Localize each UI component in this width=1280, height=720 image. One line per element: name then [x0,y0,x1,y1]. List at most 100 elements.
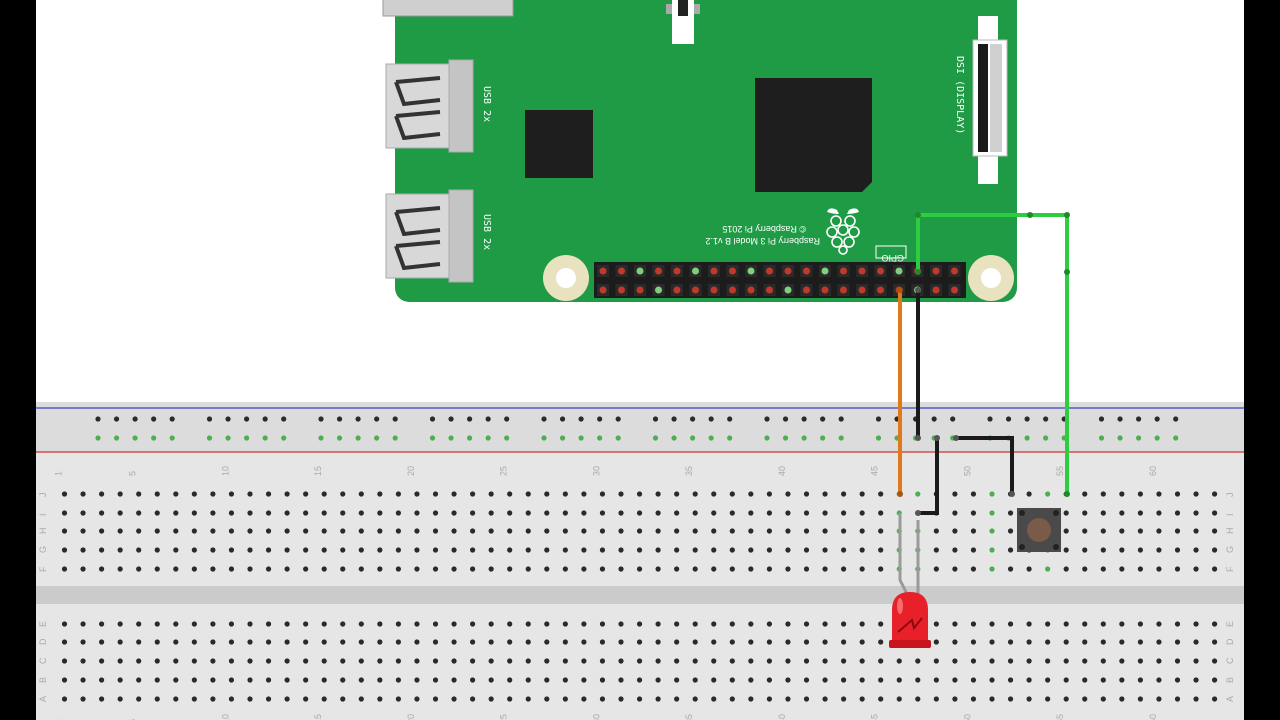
breadboard-hole [878,528,884,534]
breadboard-hole [1193,658,1199,664]
breadboard-hole [154,639,160,645]
breadboard-hole [1193,677,1199,683]
breadboard-hole [801,416,807,422]
breadboard-hole [544,566,550,572]
breadboard-hole [392,416,398,422]
breadboard-hole [340,510,346,516]
breadboard-hole [377,491,383,497]
breadboard-hole [599,510,606,516]
breadboard-hole [507,677,513,683]
gpio-pin [803,286,810,294]
breadboard-hole [989,491,995,497]
breadboard-hole [117,621,123,627]
breadboard-hole [970,566,977,572]
breadboard-hole [210,696,216,702]
breadboard-hole [597,416,603,422]
breadboard-hole [432,696,439,702]
breadboard-hole [803,528,810,534]
breadboard-hole [470,566,476,572]
breadboard-hole [1100,621,1106,627]
breadboard-hole [117,658,123,664]
column-number-bottom: 30 [591,714,601,720]
column-number: 25 [499,466,509,476]
breadboard-hole [99,528,105,534]
breadboard-hole [395,547,401,553]
breadboard-hole [1082,566,1088,572]
breadboard-hole [377,677,383,683]
breadboard-hole [1174,547,1181,553]
breadboard-hole [228,696,235,702]
breadboard-hole [1119,566,1125,572]
gpio-pin [692,286,699,294]
breadboard-hole [173,491,179,497]
breadboard-hole [392,435,398,441]
breadboard-hole [952,528,958,534]
breadboard-hole [303,566,309,572]
breadboard-hole [395,621,401,627]
breadboard-hole [136,677,142,683]
breadboard-hole [451,696,457,702]
button-cap [1027,518,1051,542]
black-wire-button [956,436,1014,494]
breadboard-hole [562,566,568,572]
breadboard-hole [80,677,86,683]
breadboard-hole [785,510,791,516]
breadboard-hole [803,696,810,702]
breadboard-hole [615,416,621,422]
breadboard-hole [1212,696,1218,702]
breadboard-hole [618,528,624,534]
breadboard-hole [99,677,105,683]
breadboard-hole [414,658,420,664]
breadboard-hole [154,566,160,572]
model-text: Raspberry Pi 3 Model B v1.2 [705,236,820,246]
breadboard-hole [655,566,661,572]
breadboard-hole [970,658,977,664]
breadboard-hole [228,658,235,664]
breadboard-hole [321,696,327,702]
breadboard-hole [1137,566,1143,572]
breadboard-hole [225,416,231,422]
breadboard-hole [265,621,272,627]
breadboard-hole [841,491,847,497]
breadboard-hole [820,435,826,441]
breadboard-hole [358,510,364,516]
push-button [1017,508,1061,552]
breadboard-hole [801,435,807,441]
breadboard-hole [244,416,250,422]
breadboard-hole [1100,491,1106,497]
breadboard-hole [1063,621,1069,627]
breadboard-hole [1100,547,1106,553]
breadboard-hole [711,566,717,572]
breadboard-hole [711,528,717,534]
breadboard-hole [655,491,661,497]
breadboard-hole [1007,528,1014,534]
breadboard-hole [581,621,587,627]
breadboard-hole [154,510,160,516]
breadboard-hole [525,510,531,516]
breadboard-hole [1063,696,1069,702]
breadboard-hole [581,677,587,683]
breadboard-hole [1119,491,1125,497]
breadboard-hole [541,416,547,422]
breadboard-hole [1045,491,1051,497]
breadboard-hole [117,566,123,572]
center-channel [36,586,1244,604]
breadboard-hole [729,566,735,572]
breadboard-hole [952,696,958,702]
breadboard-hole [729,528,735,534]
row-letter: D [1225,638,1235,645]
breadboard-hole [1212,658,1218,664]
breadboard-hole [1193,639,1199,645]
breadboard-hole [228,677,235,683]
breadboard-hole [878,566,884,572]
breadboard-hole [1119,528,1125,534]
breadboard-hole [766,677,773,683]
breadboard-hole [1137,510,1143,516]
breadboard-hole [303,528,309,534]
breadboard-hole [822,566,828,572]
gpio-pin [747,286,755,294]
breadboard-hole [1005,416,1012,422]
breadboard-hole [1007,510,1014,516]
breadboard-hole [618,510,624,516]
breadboard-hole [711,696,717,702]
